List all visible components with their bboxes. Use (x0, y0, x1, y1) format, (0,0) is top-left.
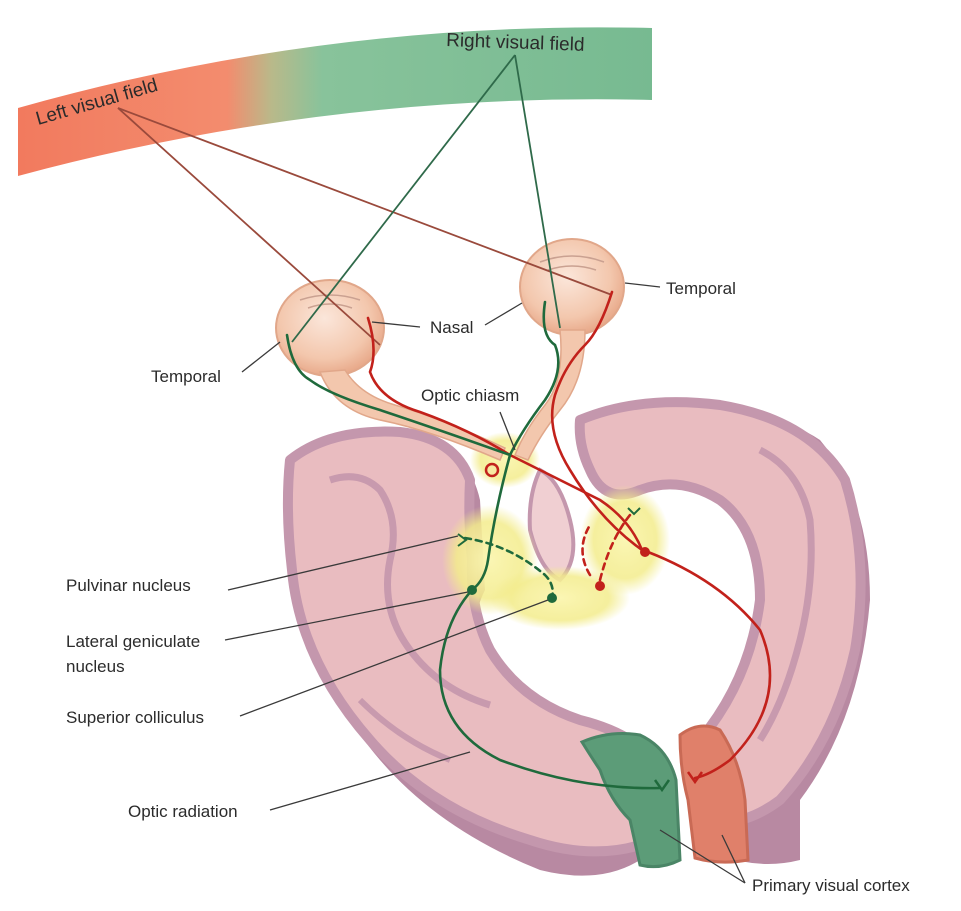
pulvinar-terminal-green (457, 533, 468, 547)
lateral-geniculate-label-line1: Lateral geniculate (66, 632, 200, 651)
left-gyri (328, 473, 492, 709)
cortex-terminal-green (653, 779, 671, 793)
chiasm-marker (484, 462, 500, 478)
ray-right-to-right-eye (514, 54, 561, 329)
optic-chiasm-label: Optic chiasm (421, 386, 519, 405)
right-eye (514, 238, 625, 461)
brain-slice (282, 397, 870, 876)
lgn-left-marker (467, 585, 477, 595)
nasal-label: Nasal (430, 318, 473, 337)
colliculus-glow (490, 566, 630, 630)
right-gyri (757, 446, 815, 742)
right-optic-nerve (514, 329, 586, 461)
visual-rays (117, 54, 613, 346)
right-eyeball (519, 238, 625, 336)
pulvinar-terminal-red (627, 507, 641, 516)
lateral-geniculate-label-line2: nucleus (66, 657, 125, 676)
primary-visual-cortex-label: Primary visual cortex (752, 876, 910, 895)
red-pathway (366, 290, 772, 780)
lgn-right-marker (640, 547, 650, 557)
ray-right-to-left-eye (291, 54, 516, 343)
ray-left-to-left-eye (117, 107, 381, 346)
visual-field-band (18, 27, 652, 176)
primary-visual-cortex-left (579, 732, 682, 869)
colliculus-marker-right (595, 581, 605, 591)
synapse-markers (457, 462, 704, 793)
superior-colliculus-label: Superior colliculus (66, 708, 204, 727)
optic-radiation-label: Optic radiation (128, 802, 238, 821)
temporal-label-right: Temporal (666, 279, 736, 298)
green-pathway (285, 300, 662, 790)
right-visual-field-label: Right visual field (446, 30, 585, 56)
temporal-label-left: Temporal (151, 367, 221, 386)
ray-left-to-right-eye (117, 107, 613, 296)
colliculus-marker-left (547, 593, 557, 603)
pulvinar-nucleus-label: Pulvinar nucleus (66, 576, 191, 595)
cortex-terminal-red (686, 771, 704, 785)
leader-lines (224, 282, 746, 884)
